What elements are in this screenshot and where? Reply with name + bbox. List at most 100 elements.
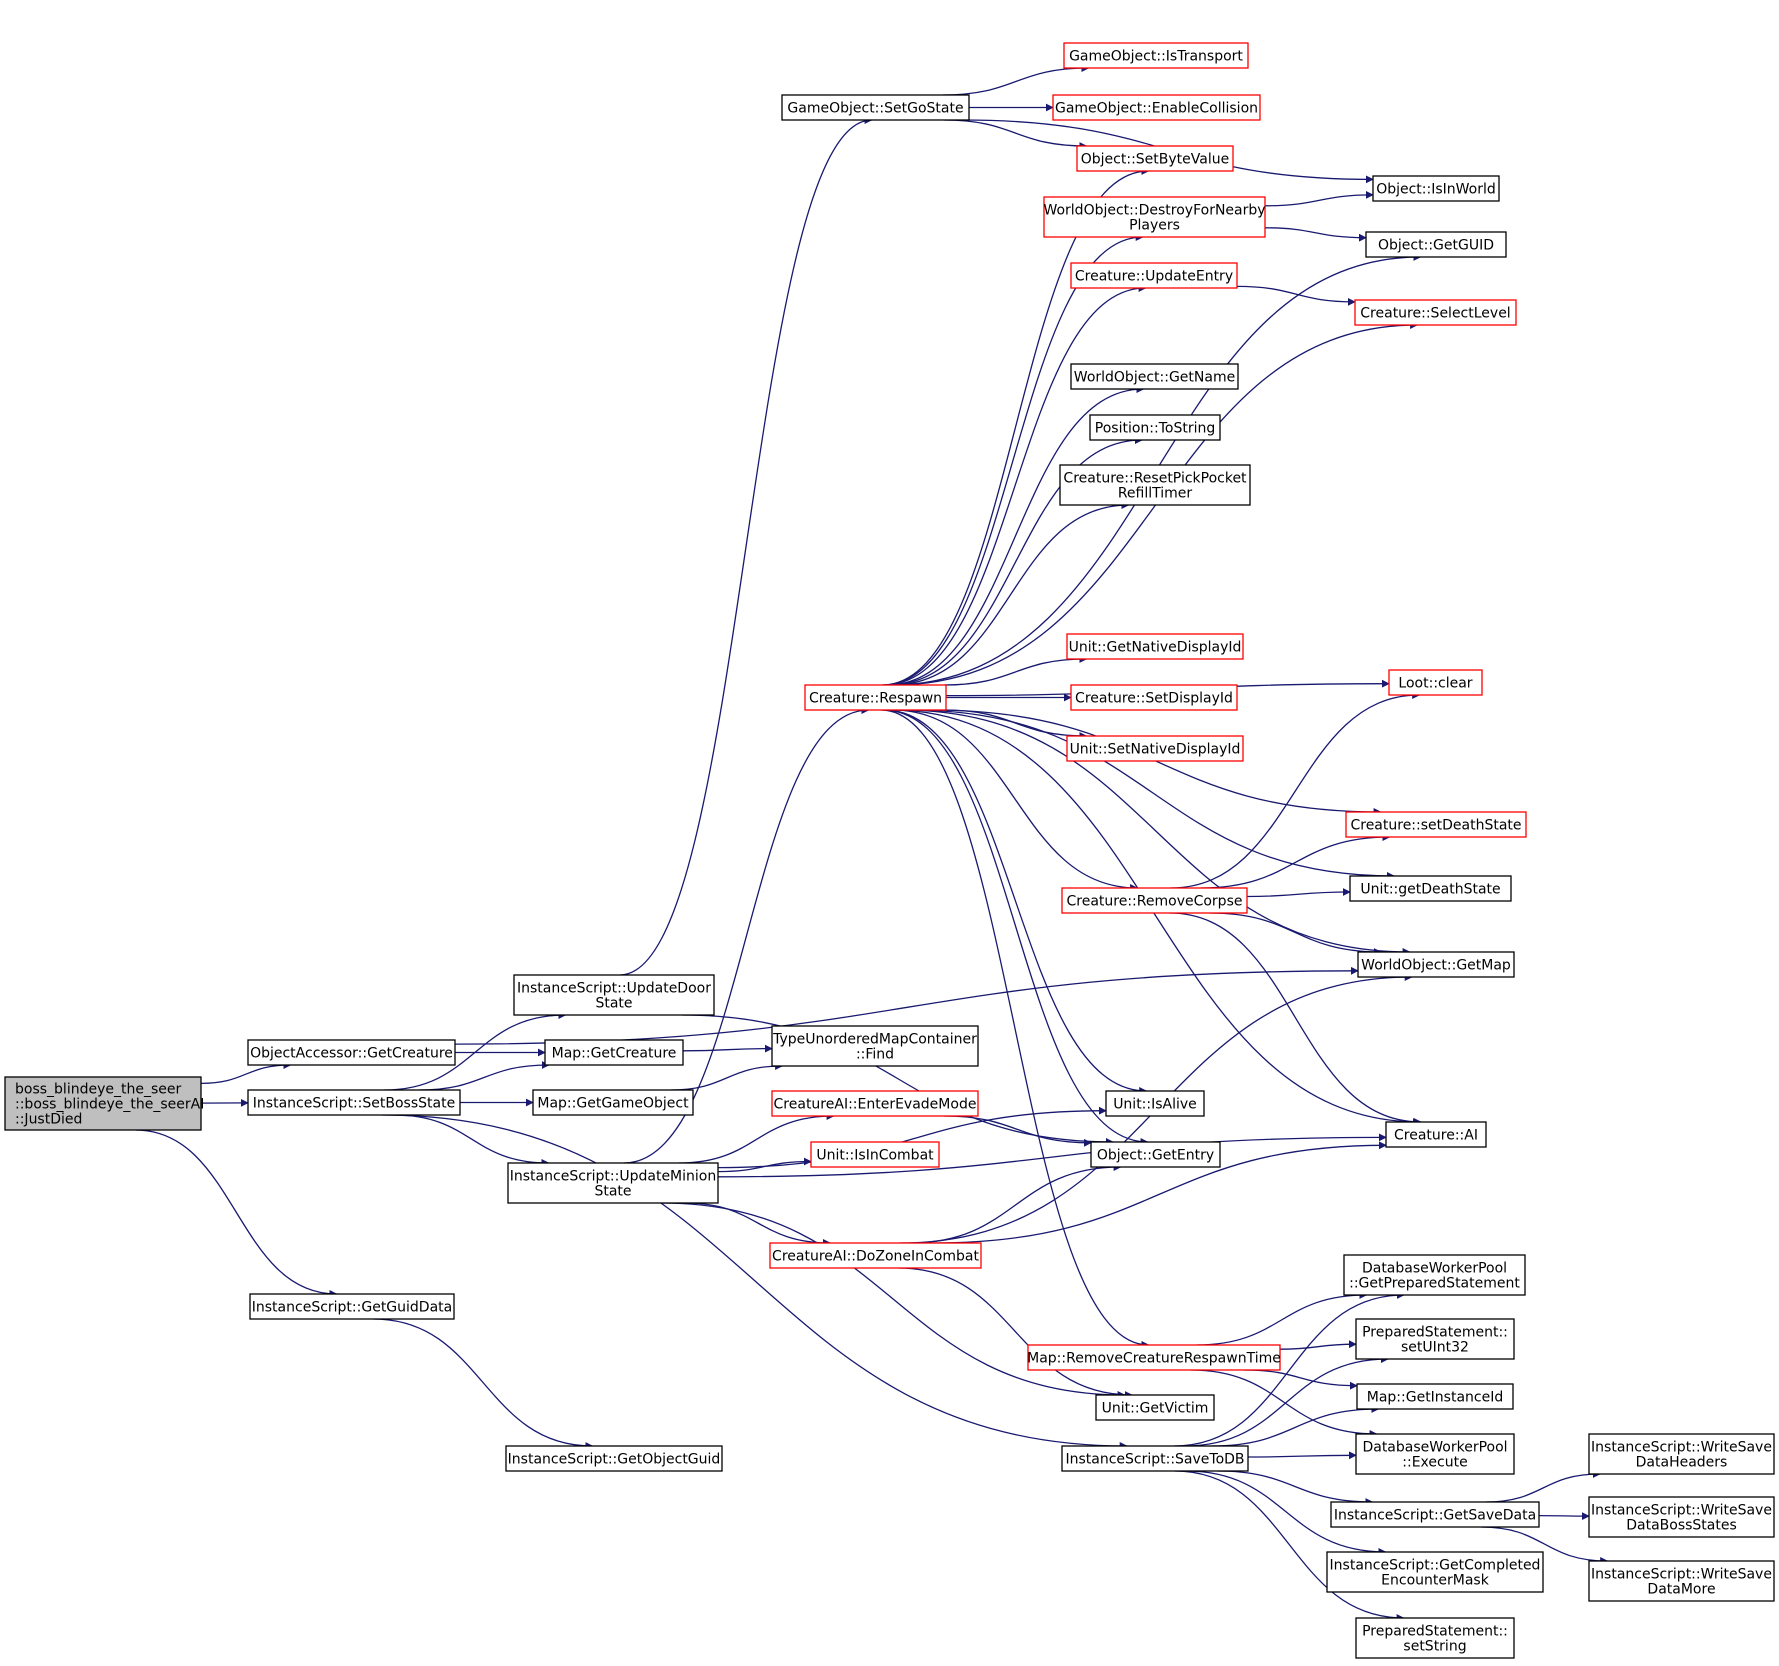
edge-cr-respawn-to-map-removecreaturerespawntime: [880, 709, 1150, 1349]
edge-is-savetodb-to-dwp-getpreparedstatement: [1173, 1291, 1405, 1447]
node-obj-getguid[interactable]: Object::GetGUID: [1365, 231, 1507, 258]
edge-is-setbossstate-to-is-savetodb: [382, 1114, 1128, 1450]
node-box: [1349, 875, 1512, 902]
edge-cai-dozoneincombat-to-cr-ai: [933, 1141, 1387, 1244]
node-box: [544, 1039, 684, 1066]
edge-cr-respawn-to-cr-ai: [891, 709, 1421, 1126]
node-label: Object::GetGUID: [1378, 238, 1494, 254]
node-label: ::GetPreparedStatement: [1349, 1276, 1520, 1292]
node-label: Loot::clear: [1398, 676, 1472, 692]
node-cai-dozoneincombat[interactable]: CreatureAI::DoZoneInCombat: [769, 1242, 982, 1269]
node-is-getcompletedencountermask[interactable]: InstanceScript::GetCompletedEncounterMas…: [1326, 1551, 1544, 1593]
node-tumc-find[interactable]: TypeUnorderedMapContainer::Find: [771, 1025, 979, 1067]
node-is-getsavedata[interactable]: InstanceScript::GetSaveData: [1330, 1501, 1540, 1528]
edge-is-getguiddata-to-is-getobjectguid: [373, 1318, 594, 1450]
node-go-enablecollision[interactable]: GameObject::EnableCollision: [1052, 94, 1261, 121]
node-box: [1070, 684, 1238, 711]
node-cr-setdeathstate[interactable]: Creature::setDeathState: [1345, 811, 1527, 838]
node-label: InstanceScript::WriteSave: [1591, 1567, 1772, 1583]
node-dwp-getpreparedstatement[interactable]: DatabaseWorkerPool::GetPreparedStatement: [1343, 1254, 1526, 1296]
node-map-getinstanceid[interactable]: Map::GetInstanceId: [1356, 1383, 1514, 1410]
node-obj-getentry[interactable]: Object::GetEntry: [1090, 1141, 1221, 1168]
node-unit-isalive[interactable]: Unit::IsAlive: [1105, 1090, 1205, 1117]
node-go-setgostate[interactable]: GameObject::SetGoState: [781, 94, 970, 121]
node-label: InstanceScript::SaveToDB: [1065, 1452, 1244, 1468]
node-wo-getmap[interactable]: WorldObject::GetMap: [1357, 951, 1515, 978]
node-box: [1076, 145, 1234, 172]
node-box: [1355, 1617, 1515, 1659]
node-label: DatabaseWorkerPool: [1362, 1440, 1507, 1456]
node-obj-isinworld[interactable]: Object::IsInWorld: [1372, 175, 1500, 202]
node-box: [1372, 175, 1500, 202]
node-unit-getvictim[interactable]: Unit::GetVictim: [1095, 1394, 1215, 1421]
node-dwp-execute[interactable]: DatabaseWorkerPool::Execute: [1355, 1433, 1515, 1475]
edge-cr-respawn-to-cr-updateentry: [883, 284, 1147, 686]
node-box: [771, 1025, 979, 1067]
node-label: ::boss_blindeye_the_seerAI: [15, 1097, 204, 1113]
node-ps-setstring[interactable]: PreparedStatement::setString: [1355, 1617, 1515, 1659]
edge-is-updateminionstate-to-cr-respawn: [623, 706, 870, 1164]
node-map-getcreature[interactable]: Map::GetCreature: [544, 1039, 684, 1066]
node-cr-updateentry[interactable]: Creature::UpdateEntry: [1070, 262, 1238, 289]
node-unit-getnativedisplayid[interactable]: Unit::GetNativeDisplayId: [1066, 633, 1244, 660]
node-box: [1388, 669, 1483, 696]
node-box: [507, 1162, 719, 1204]
edge-map-removecreaturerespawntime-to-ps-setuint32: [1279, 1340, 1357, 1350]
node-box: [1066, 735, 1244, 762]
node-box: [4, 1076, 202, 1131]
node-cr-setdisplayid[interactable]: Creature::SetDisplayId: [1070, 684, 1238, 711]
edge-wo-destroyfornearby-to-obj-getguid: [1264, 227, 1367, 242]
node-label: State: [595, 996, 632, 1012]
node-is-getobjectguid[interactable]: InstanceScript::GetObjectGuid: [505, 1445, 723, 1472]
node-box: [1063, 42, 1249, 69]
edge-is-savetodb-to-is-getcompletedencountermask: [1185, 1470, 1387, 1556]
node-box: [1059, 464, 1251, 506]
edge-is-getsavedata-to-is-writesavedatabossstates: [1538, 1512, 1590, 1521]
node-cai-enterevademode[interactable]: CreatureAI::EnterEvadeMode: [771, 1090, 979, 1117]
node-label: Map::RemoveCreatureRespawnTime: [1027, 1351, 1281, 1367]
node-map-removecreaturerespawntime[interactable]: Map::RemoveCreatureRespawnTime: [1027, 1344, 1281, 1371]
node-is-savetodb[interactable]: InstanceScript::SaveToDB: [1061, 1445, 1249, 1472]
node-unit-isincombat[interactable]: Unit::IsInCombat: [810, 1141, 940, 1168]
node-oa-getcreature[interactable]: ObjectAccessor::GetCreature: [247, 1039, 456, 1066]
node-map-getgameobject[interactable]: Map::GetGameObject: [532, 1089, 694, 1116]
node-is-setbossstate[interactable]: InstanceScript::SetBossState: [247, 1089, 461, 1116]
edge-is-savetodb-to-map-getinstanceid: [1211, 1405, 1380, 1447]
edge-wo-destroyfornearby-to-obj-isinworld: [1264, 190, 1374, 207]
node-root[interactable]: boss_blindeye_the_seer::boss_blindeye_th…: [4, 1076, 204, 1131]
edge-is-updateminionstate-to-unit-getvictim: [661, 1202, 1126, 1399]
node-box: [249, 1293, 455, 1320]
node-box: [505, 1445, 723, 1472]
node-pos-tostring[interactable]: Position::ToString: [1089, 414, 1221, 441]
node-cr-respawn[interactable]: Creature::Respawn: [804, 684, 947, 711]
node-is-getguiddata[interactable]: InstanceScript::GetGuidData: [249, 1293, 455, 1320]
node-cr-selectlevel[interactable]: Creature::SelectLevel: [1354, 299, 1517, 326]
node-obj-setbytevalue[interactable]: Object::SetByteValue: [1076, 145, 1234, 172]
node-label: DataBossStates: [1626, 1518, 1737, 1534]
node-wo-getname[interactable]: WorldObject::GetName: [1070, 363, 1239, 390]
node-label: Unit::SetNativeDisplayId: [1070, 742, 1241, 758]
node-label: CreatureAI::DoZoneInCombat: [772, 1249, 979, 1265]
node-box: [1043, 196, 1266, 238]
edge-is-savetodb-to-ps-setstring: [1174, 1470, 1405, 1622]
node-ps-setuint32[interactable]: PreparedStatement::setUInt32: [1355, 1318, 1515, 1360]
node-label: PreparedStatement::: [1362, 1325, 1508, 1341]
node-cr-ai[interactable]: Creature::AI: [1385, 1121, 1487, 1148]
node-box: [247, 1039, 456, 1066]
node-cr-removecorpse[interactable]: Creature::RemoveCorpse: [1061, 887, 1248, 914]
edge-root-to-is-getguiddata: [135, 1129, 338, 1298]
node-unit-getdeathstate[interactable]: Unit::getDeathState: [1349, 875, 1512, 902]
node-label: WorldObject::DestroyForNearby: [1043, 203, 1265, 219]
node-go-istransport[interactable]: GameObject::IsTransport: [1063, 42, 1249, 69]
node-loot-clear[interactable]: Loot::clear: [1388, 669, 1483, 696]
node-box: [1090, 1141, 1221, 1168]
node-unit-setnativedisplayid[interactable]: Unit::SetNativeDisplayId: [1066, 735, 1244, 762]
node-label: InstanceScript::GetGuidData: [252, 1300, 452, 1316]
